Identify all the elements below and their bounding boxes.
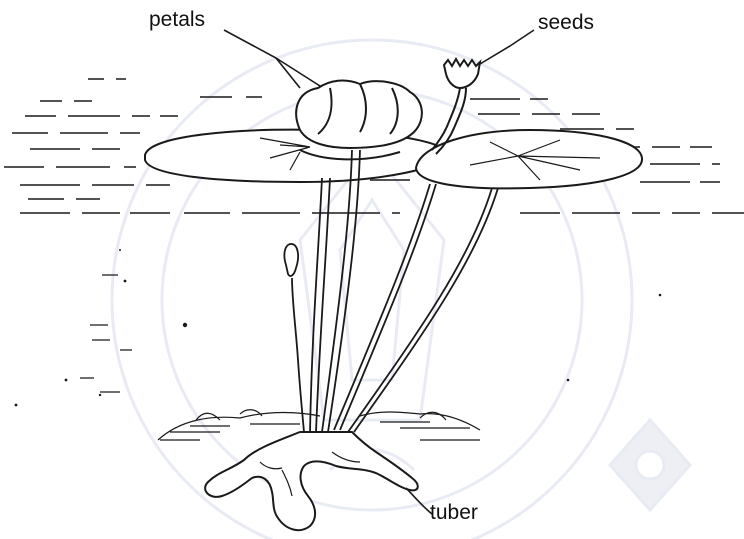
label-tuber: tuber	[430, 502, 478, 523]
tuber	[205, 432, 418, 530]
flower-bud	[284, 244, 304, 432]
label-seeds: seeds	[538, 12, 594, 33]
lily-pad-right	[416, 130, 642, 188]
label-petals: petals	[149, 9, 205, 30]
